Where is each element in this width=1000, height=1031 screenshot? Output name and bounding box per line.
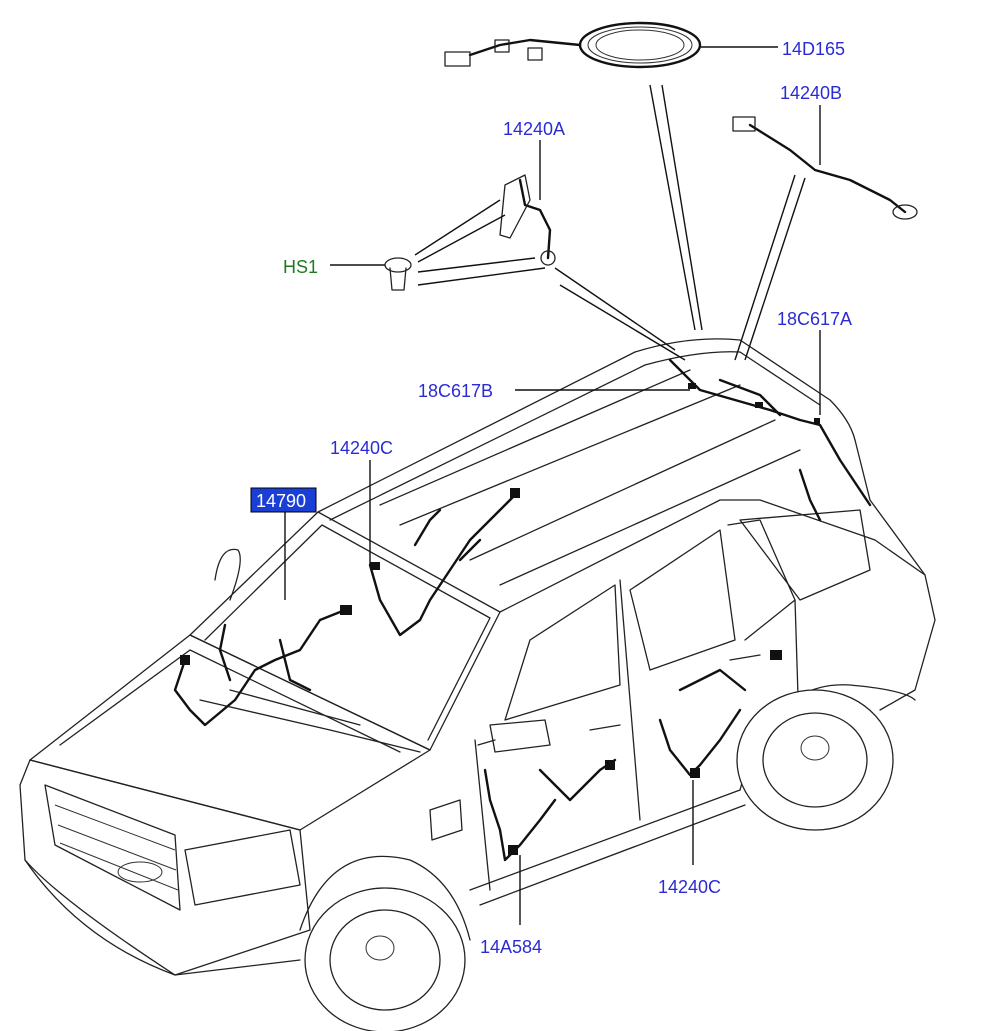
harness-14240B: [732, 116, 918, 220]
selected-callout-box: [250, 487, 317, 513]
callout-18C617A[interactable]: 18C617A: [777, 309, 852, 329]
leader-lines: [284, 46, 821, 925]
headlining-harness: [368, 488, 520, 637]
fastener-HS1: [384, 257, 412, 291]
vehicle-body: [19, 338, 936, 976]
callout-14240C-top[interactable]: 14240C: [330, 438, 393, 458]
front-door-harness: [483, 758, 617, 862]
callout-14A584[interactable]: 14A584: [480, 937, 542, 957]
callout-labels: 14D165 14240B 14240A HS1 18C617A 18C617B…: [250, 39, 852, 957]
dashboard-harness: [173, 605, 352, 727]
callout-14790[interactable]: 14790: [256, 491, 306, 511]
harness-14D165-coil: [444, 21, 702, 69]
callout-14240C-bottom[interactable]: 14240C: [658, 877, 721, 897]
callout-14D165[interactable]: 14D165: [782, 39, 845, 59]
callout-14240A[interactable]: 14240A: [503, 119, 565, 139]
rear-door-harness: [658, 650, 782, 778]
callout-18C617B[interactable]: 18C617B: [418, 381, 493, 401]
callout-14240B[interactable]: 14240B: [780, 83, 842, 103]
callout-HS1[interactable]: HS1: [283, 257, 318, 277]
front-wheel: [304, 887, 466, 1031]
roof-harness: [668, 358, 872, 522]
rear-wheel: [736, 689, 894, 831]
harness-14240A: [499, 174, 556, 266]
